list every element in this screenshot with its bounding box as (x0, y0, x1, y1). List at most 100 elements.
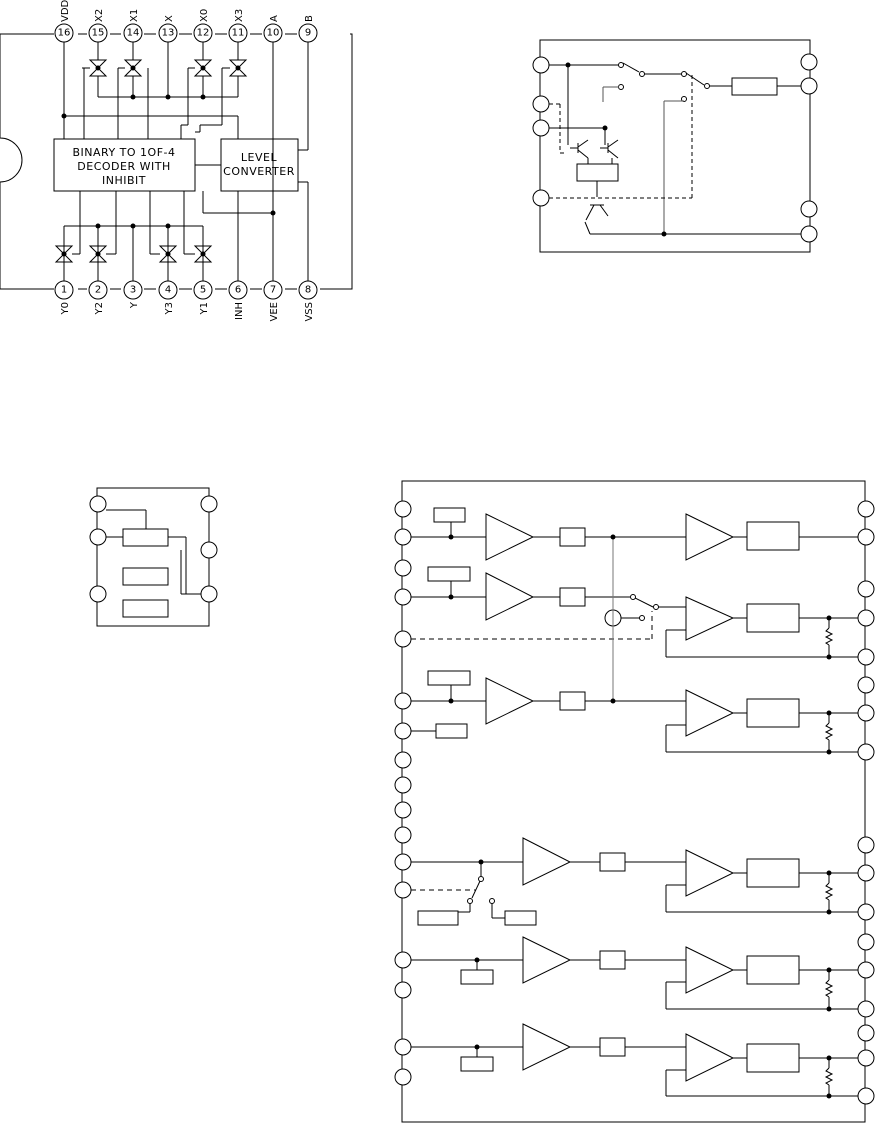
ic4-pin (857, 580, 875, 598)
pin-5: 5 (193, 280, 213, 300)
pin-number: 10 (267, 28, 280, 39)
ic4-pin (394, 801, 412, 819)
ic4-pin (857, 933, 875, 951)
transmission-gate (82, 59, 108, 77)
pin-number: 6 (235, 285, 241, 296)
ic4-pin (394, 500, 412, 518)
ic3-wiring (106, 509, 201, 595)
pin-7: 7 (263, 280, 283, 300)
pin-label: Y (129, 301, 140, 309)
ic4-pin (394, 1068, 412, 1086)
pin-number: 13 (162, 28, 175, 39)
ic4-channel-4 (411, 837, 858, 926)
pin-number: 3 (130, 285, 136, 296)
pin-label: INH (234, 302, 245, 320)
pin-label: X0 (199, 9, 210, 22)
ic4-left-pins (394, 500, 412, 1086)
pin-label: VSS (304, 302, 315, 322)
ic4-pin (394, 751, 412, 769)
ic2-pin (532, 95, 550, 113)
pin-label: X3 (234, 9, 245, 22)
ic2-pin (532, 56, 550, 74)
ic4-pin (394, 981, 412, 999)
pin-9: 9 (298, 23, 318, 43)
ic4-pin (394, 588, 412, 606)
ic4-pin (857, 1000, 875, 1018)
ic4-pin (857, 903, 875, 921)
switch-ic-diagram (532, 39, 818, 253)
ic3-pin (200, 541, 218, 559)
pin-label: Y2 (94, 302, 105, 315)
pin-label: X (164, 15, 175, 22)
ic2-pin (532, 119, 550, 137)
ic3-block (122, 567, 169, 586)
pin-number: 4 (165, 285, 171, 296)
ic4-junctions (448, 534, 832, 1099)
pin-label: X2 (94, 9, 105, 22)
ic3-pin (89, 495, 107, 513)
transmission-gate (222, 59, 248, 77)
ic4-pin (857, 836, 875, 854)
pin-number: 1 (61, 285, 67, 296)
transmission-gate (54, 242, 81, 263)
pin-number: 5 (200, 285, 206, 296)
pin-label: A (269, 15, 280, 22)
pin-label: VDD (60, 0, 71, 22)
transmission-gate (118, 59, 143, 77)
pin-number: 2 (95, 285, 101, 296)
ic4-pin (394, 692, 412, 710)
ic3-pin (200, 495, 218, 513)
ic2-pin (800, 225, 818, 243)
ic4-right-pins (857, 500, 875, 1105)
ic4-pin (857, 704, 875, 722)
ic2-buffer-block (731, 77, 778, 96)
pin-13: 13 (158, 23, 178, 43)
pin-2: 2 (88, 280, 108, 300)
ic2-pin (800, 77, 818, 95)
pin-number: 11 (232, 28, 245, 39)
ic4-pin (857, 648, 875, 666)
ic4-pin (394, 722, 412, 740)
ic4-pin (394, 951, 412, 969)
decoder-text: BINARY TO 1OF-4 (72, 146, 175, 159)
ic4-pin (857, 961, 875, 979)
pin-number: 12 (197, 28, 210, 39)
ic2-junctions (565, 62, 667, 237)
pin-15: 15 (88, 23, 108, 43)
ic4-pin (857, 864, 875, 882)
pin-label: Y0 (60, 302, 71, 315)
converter-text: CONVERTER (223, 165, 295, 178)
pin-11: 11 (228, 23, 248, 43)
pin-number: 14 (127, 28, 140, 39)
ic4-pin (394, 826, 412, 844)
ic4-pin (857, 609, 875, 627)
pin-12: 12 (193, 23, 213, 43)
ic4-pin (857, 1024, 875, 1042)
ic3-pin (89, 585, 107, 603)
ic4-pin (394, 1038, 412, 1056)
ic4-pin (394, 853, 412, 871)
small-ic-diagram (89, 487, 218, 627)
ic4-channel-6 (411, 1023, 858, 1097)
ic4-pin (394, 630, 412, 648)
pin-label: Y3 (164, 302, 175, 315)
ic3-pin (200, 585, 218, 603)
ic2-pin (532, 189, 550, 207)
pin-1: 1 (54, 280, 74, 300)
ic4-pin (394, 559, 412, 577)
ic4-pin (394, 528, 412, 546)
mux-ic-diagram: 16 15 14 13 12 11 10 9 VDD X2 X1 X X0 X3… (0, 0, 353, 322)
decoder-text: DECODER WITH (77, 160, 170, 173)
ic4-pin (857, 528, 875, 546)
ic4-pin (394, 881, 412, 899)
ic-outline (0, 33, 353, 290)
transmission-gate (149, 242, 178, 263)
pin-14: 14 (123, 23, 143, 43)
pin-6: 6 (228, 280, 248, 300)
ic4-channel-5 (411, 936, 858, 1010)
ic2-outline (539, 39, 811, 253)
pin-number: 7 (270, 285, 276, 296)
pin-number: 9 (305, 28, 311, 39)
converter-text: LEVEL (241, 151, 278, 164)
